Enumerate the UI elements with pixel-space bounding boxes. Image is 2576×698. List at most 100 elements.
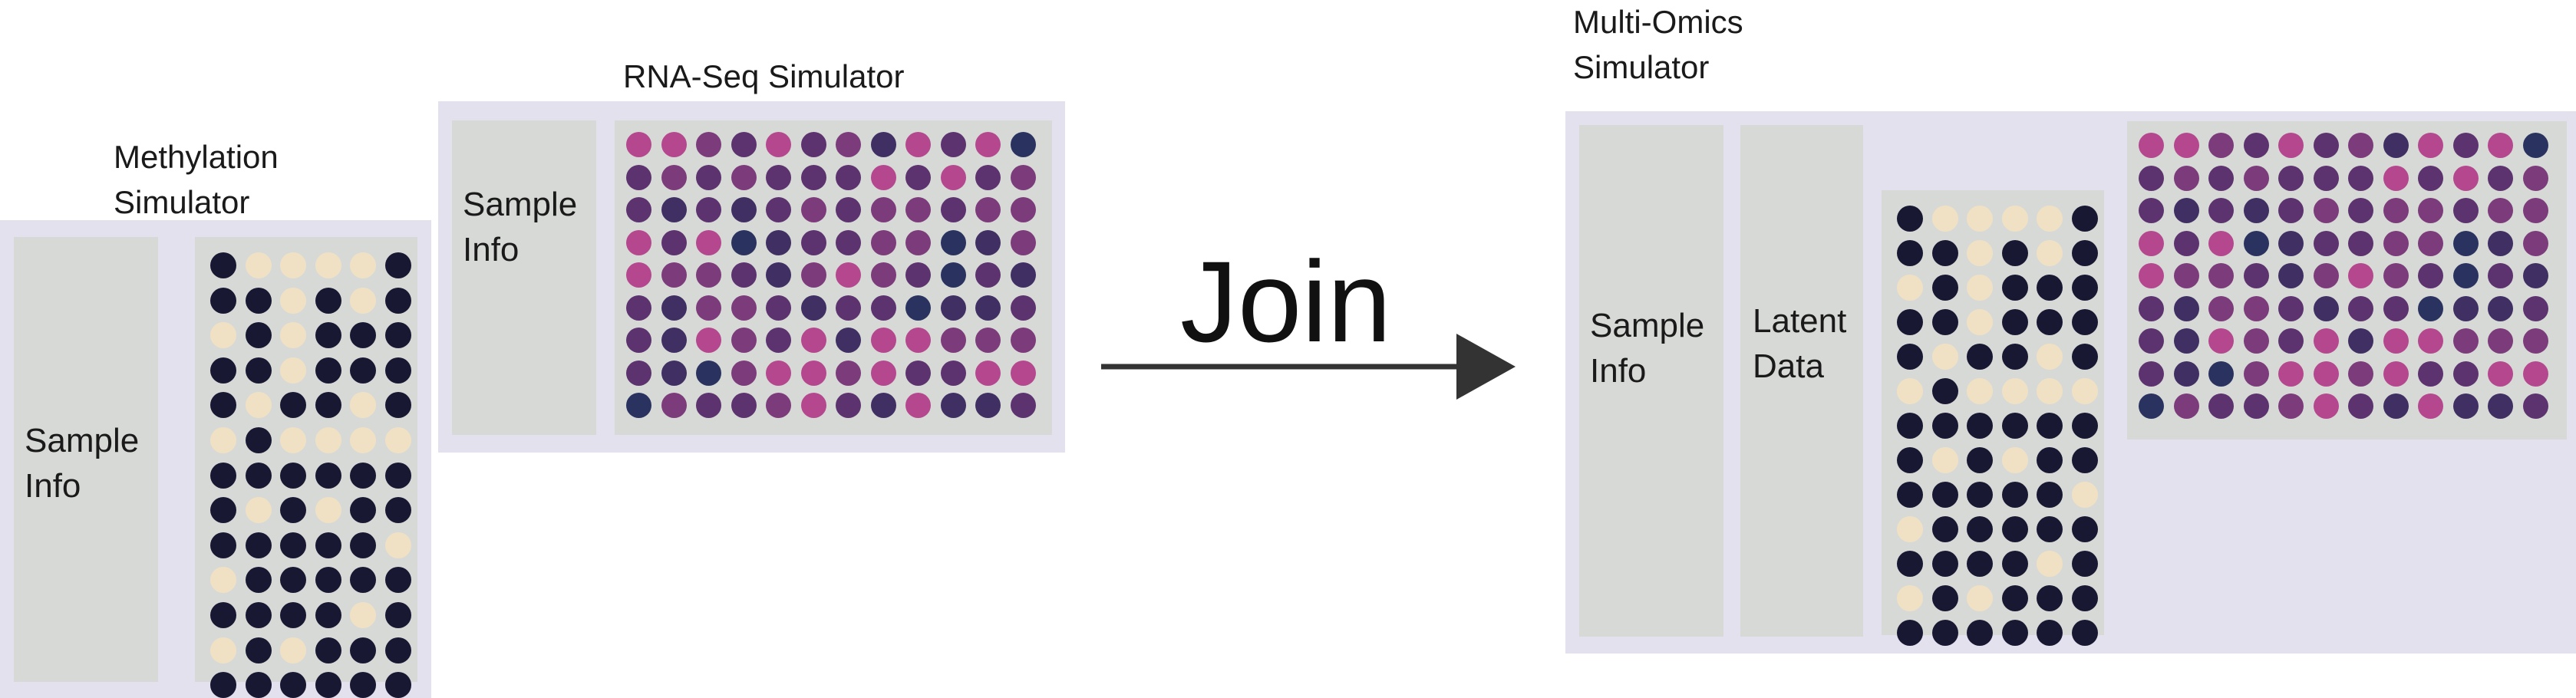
- matrix-cell: [2278, 393, 2304, 419]
- matrix-cell: [315, 357, 341, 384]
- matrix-cell: [2173, 198, 2199, 223]
- matrix-cell: [1967, 482, 1993, 508]
- matrix-cell: [280, 252, 306, 278]
- matrix-cell: [210, 252, 236, 278]
- matrix-cell: [2243, 361, 2269, 387]
- matrix-cell: [1931, 309, 1958, 335]
- matrix-cell: [384, 252, 411, 278]
- matrix-cell: [1967, 620, 1993, 646]
- matrix-cell: [1010, 164, 1036, 190]
- methylation-panel: Sample Info: [0, 220, 431, 698]
- methylation-sample-info-label: Sample Info: [25, 422, 140, 505]
- matrix-cell: [696, 197, 721, 222]
- join-arrow-icon: [1101, 334, 1516, 400]
- matrix-cell: [2001, 447, 2028, 473]
- matrix-cell: [2278, 165, 2304, 191]
- multiomics-rnaseq-matrix: [2127, 121, 2567, 440]
- matrix-cell: [2488, 165, 2513, 191]
- matrix-cell: [870, 393, 896, 418]
- matrix-cell: [2208, 328, 2234, 354]
- matrix-cell: [2001, 309, 2028, 335]
- matrix-cell: [2173, 230, 2199, 256]
- matrix-cell: [280, 672, 306, 698]
- matrix-cell: [731, 262, 757, 288]
- matrix-cell: [766, 164, 791, 190]
- matrix-cell: [905, 328, 931, 353]
- matrix-cell: [2348, 393, 2373, 419]
- matrix-cell: [975, 197, 1001, 222]
- matrix-cell: [1967, 240, 1993, 266]
- matrix-cell: [1967, 309, 1993, 335]
- matrix-cell: [350, 427, 376, 453]
- matrix-cell: [2001, 240, 2028, 266]
- matrix-cell: [940, 197, 966, 222]
- matrix-cell: [2173, 393, 2199, 419]
- matrix-cell: [696, 262, 721, 288]
- matrix-cell: [210, 427, 236, 453]
- matrix-cell: [2383, 328, 2409, 354]
- matrix-cell: [940, 360, 966, 386]
- matrix-cell: [210, 567, 236, 594]
- matrix-cell: [2071, 447, 2098, 473]
- matrix-cell: [626, 360, 651, 386]
- matrix-cell: [2418, 198, 2443, 223]
- matrix-cell: [280, 322, 306, 349]
- matrix-cell: [2278, 198, 2304, 223]
- matrix-cell: [905, 360, 931, 386]
- matrix-cell: [384, 287, 411, 314]
- matrix-cell: [2313, 133, 2339, 158]
- matrix-cell: [210, 637, 236, 663]
- matrix-cell: [2037, 206, 2063, 232]
- matrix-cell: [836, 164, 861, 190]
- matrix-cell: [905, 393, 931, 418]
- matrix-cell: [2278, 328, 2304, 354]
- matrix-cell: [245, 392, 272, 419]
- matrix-cell: [2418, 295, 2443, 321]
- matrix-cell: [2208, 295, 2234, 321]
- matrix-cell: [1967, 206, 1993, 232]
- matrix-cell: [1897, 516, 1923, 542]
- matrix-cell: [2313, 263, 2339, 288]
- matrix-cell: [1967, 275, 1993, 301]
- matrix-cell: [1010, 360, 1036, 386]
- matrix-cell: [2313, 230, 2339, 256]
- matrix-cell: [731, 229, 757, 255]
- matrix-cell: [975, 328, 1001, 353]
- matrix-cell: [315, 672, 341, 698]
- matrix-cell: [1931, 378, 1958, 404]
- matrix-cell: [1897, 551, 1923, 577]
- matrix-cell: [2488, 263, 2513, 288]
- matrix-cell: [870, 164, 896, 190]
- matrix-cell: [210, 602, 236, 628]
- matrix-cell: [2139, 165, 2164, 191]
- matrix-cell: [2243, 165, 2269, 191]
- matrix-cell: [350, 567, 376, 594]
- matrix-cell: [836, 262, 861, 288]
- matrix-cell: [2173, 133, 2199, 158]
- matrix-cell: [731, 360, 757, 386]
- matrix-cell: [800, 197, 826, 222]
- matrix-cell: [2001, 551, 2028, 577]
- matrix-cell: [975, 229, 1001, 255]
- matrix-cell: [210, 672, 236, 698]
- matrix-cell: [2488, 230, 2513, 256]
- matrix-cell: [731, 393, 757, 418]
- matrix-cell: [245, 462, 272, 489]
- matrix-cell: [2037, 516, 2063, 542]
- matrix-cell: [2418, 165, 2443, 191]
- matrix-cell: [280, 497, 306, 524]
- matrix-cell: [2037, 275, 2063, 301]
- matrix-cell: [2071, 620, 2098, 646]
- matrix-cell: [315, 567, 341, 594]
- matrix-cell: [2001, 344, 2028, 370]
- multiomics-methylation-matrix: [1882, 190, 2104, 646]
- matrix-cell: [870, 295, 896, 321]
- matrix-cell: [315, 252, 341, 278]
- matrix-cell: [1897, 275, 1923, 301]
- matrix-cell: [2037, 309, 2063, 335]
- matrix-cell: [2522, 263, 2548, 288]
- matrix-cell: [2348, 165, 2373, 191]
- matrix-cell: [2071, 585, 2098, 611]
- matrix-cell: [2488, 361, 2513, 387]
- matrix-cell: [2173, 165, 2199, 191]
